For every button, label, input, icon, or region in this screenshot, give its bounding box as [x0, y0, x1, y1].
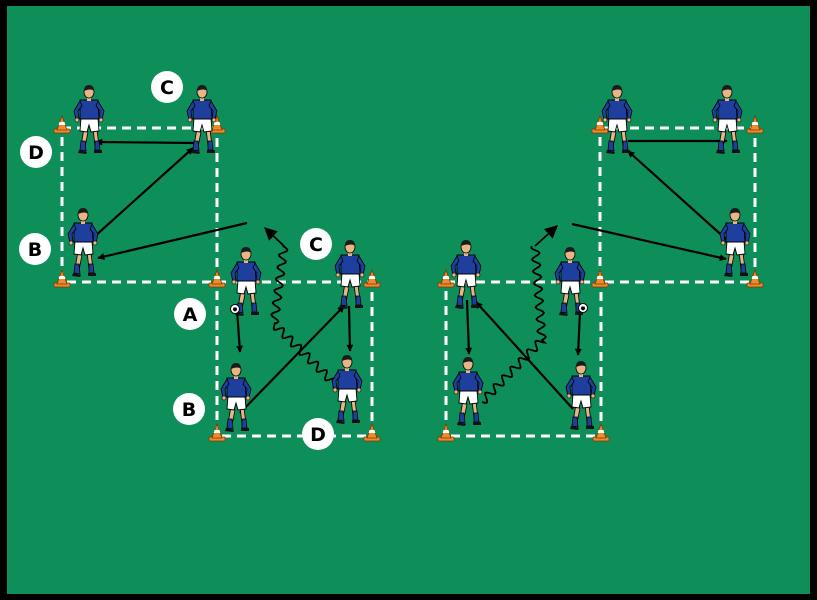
cone-icon: [746, 114, 764, 134]
pass-arrow: [95, 138, 198, 146]
label-b-1: B: [19, 233, 51, 265]
boundary-left-lower: [215, 280, 374, 438]
run-path: [481, 245, 548, 404]
cone-icon: [591, 114, 609, 134]
player-icon: [565, 361, 597, 430]
boundary-right-upper: [598, 126, 757, 284]
label-c-2: C: [300, 228, 332, 260]
cone-icon: [208, 268, 226, 288]
pass-arrow: [239, 305, 345, 414]
run-path: [270, 245, 345, 393]
svg-text:A: A: [183, 304, 198, 326]
boundary-left-upper: [60, 126, 219, 284]
svg-text:D: D: [28, 142, 44, 164]
player-icon: [220, 363, 252, 432]
label-c-1: C: [151, 71, 183, 103]
label-d-2: D: [302, 418, 334, 450]
boundary-right-lower: [444, 280, 603, 438]
player-icon: [230, 247, 262, 316]
pass-arrow: [574, 311, 582, 356]
player-icon: [554, 247, 586, 316]
cone-icon: [208, 114, 226, 134]
pass-arrow: [571, 222, 727, 262]
pass-arrow: [627, 150, 728, 241]
player-icon: [450, 240, 482, 309]
cone-icon: [53, 268, 71, 288]
player-icon: [711, 85, 743, 154]
svg-text:C: C: [309, 234, 323, 256]
cone-icon: [437, 268, 455, 288]
pass-arrow: [465, 299, 473, 355]
cone-icon: [746, 268, 764, 288]
ball-icon: [230, 304, 240, 314]
ball-icon: [578, 303, 588, 313]
pass-arrow: [93, 147, 194, 238]
cone-icon: [363, 268, 381, 288]
pass-arrow: [475, 301, 574, 410]
balls: [230, 303, 588, 314]
label-d-1: D: [20, 136, 52, 168]
cone-icon: [591, 268, 609, 288]
player-icon: [331, 355, 363, 424]
cone-icon: [592, 422, 610, 442]
cone-icon: [363, 422, 381, 442]
position-labels: C D B C A B D: [19, 71, 334, 450]
player-icon: [73, 85, 105, 154]
label-a-2: A: [174, 298, 206, 330]
drill-boundaries: [60, 126, 757, 438]
pass-arrow: [346, 305, 354, 352]
cones: [53, 114, 764, 442]
movement-lines: [93, 137, 728, 414]
cone-icon: [437, 422, 455, 442]
cone-icon: [53, 114, 71, 134]
player-icon: [719, 208, 751, 277]
run-arrowhead: [534, 225, 558, 247]
pitch: [7, 6, 810, 594]
run-arrowhead: [264, 227, 285, 247]
player-icon: [452, 357, 484, 426]
svg-text:C: C: [160, 77, 174, 99]
pass-arrow: [97, 221, 248, 260]
svg-text:B: B: [28, 239, 42, 261]
player-icon: [601, 85, 633, 154]
svg-text:B: B: [182, 399, 196, 421]
svg-text:D: D: [310, 424, 326, 446]
player-icon: [334, 240, 366, 309]
label-b-2: B: [173, 393, 205, 425]
players: [67, 85, 751, 432]
pass-arrow: [235, 309, 244, 353]
cone-icon: [208, 422, 226, 442]
player-icon: [67, 208, 99, 277]
player-icon: [186, 85, 218, 154]
